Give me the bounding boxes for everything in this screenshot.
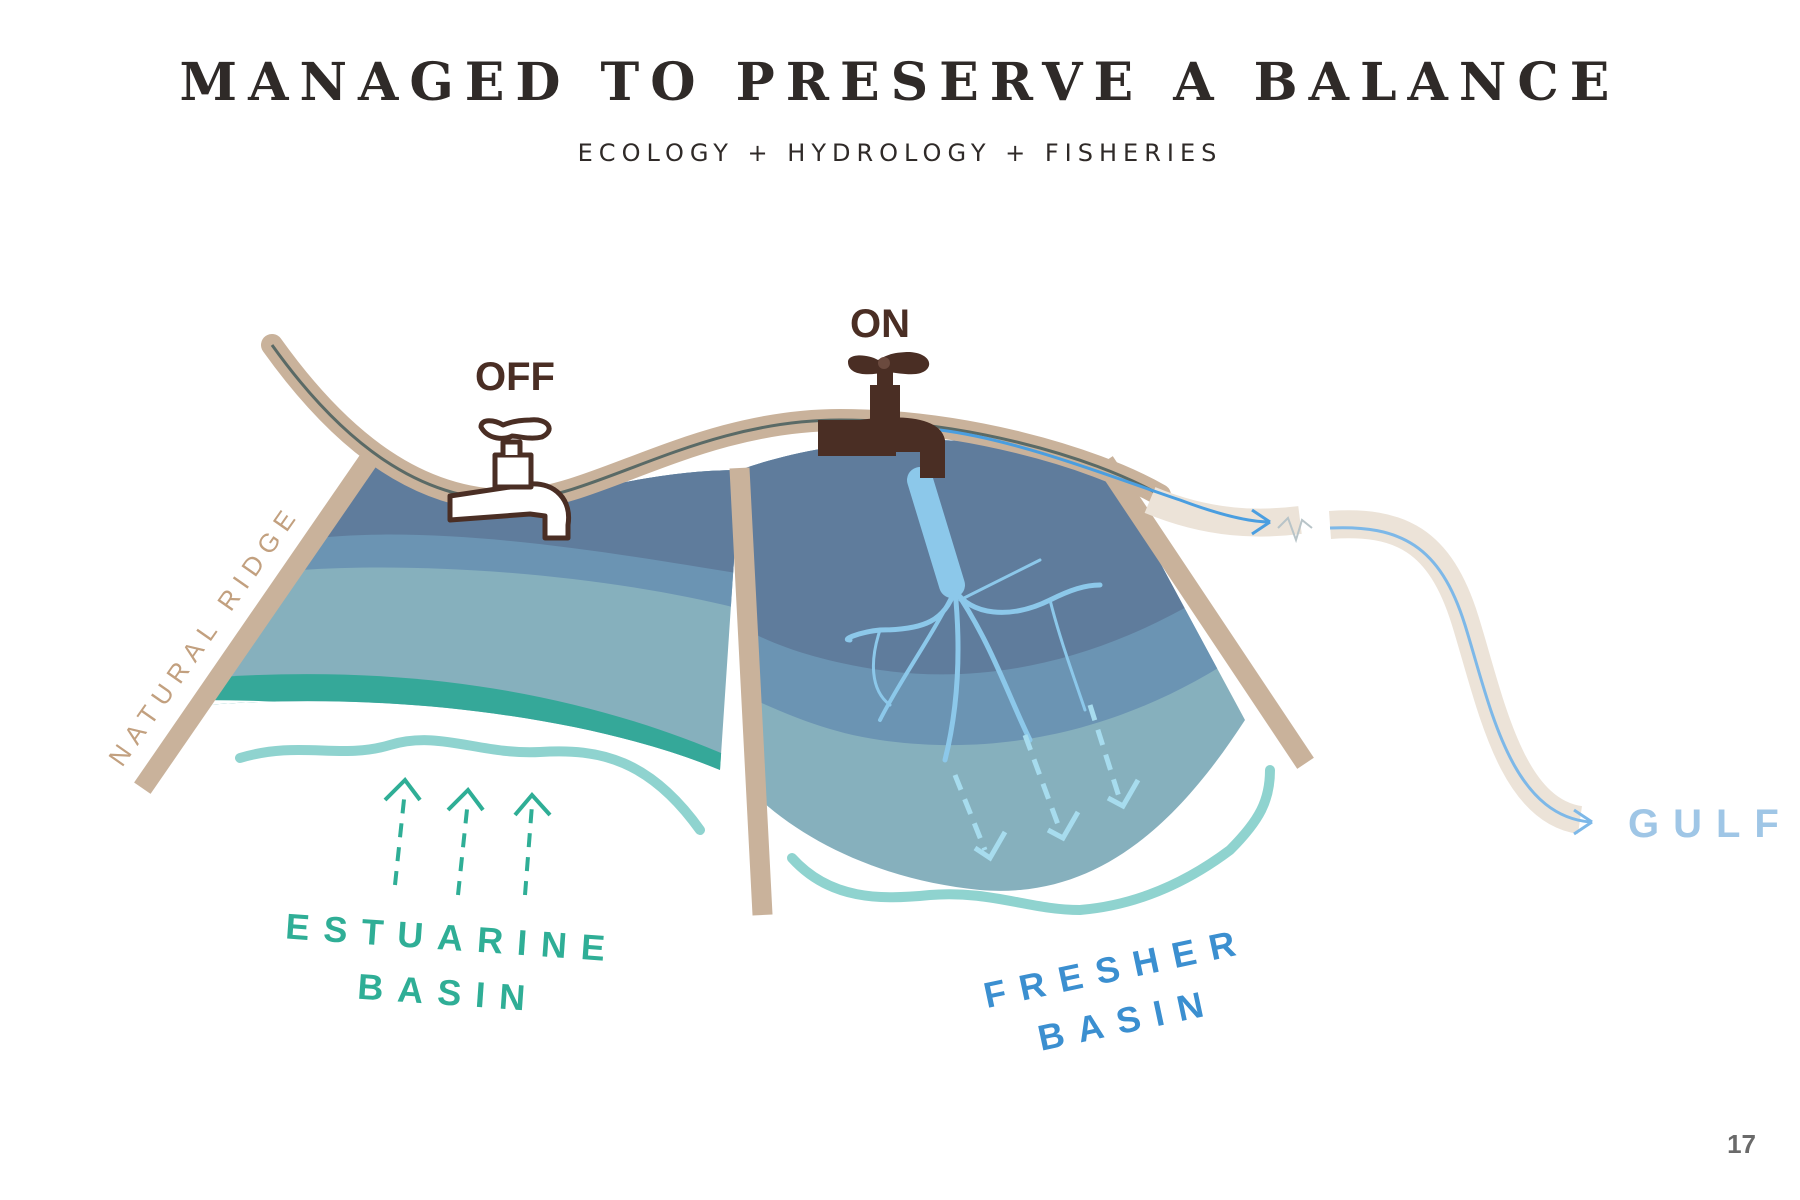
down-arrow-1 bbox=[952, 774, 988, 851]
up-arrow-3 bbox=[523, 804, 534, 896]
flow-arrow-2 bbox=[1573, 808, 1593, 836]
page-title: MANAGED TO PRESERVE A BALANCE bbox=[179, 52, 1621, 113]
flow-line-2 bbox=[1329, 526, 1591, 824]
estuarine-label-line2: BASIN bbox=[356, 966, 540, 1020]
down-arrow-heads bbox=[973, 778, 1141, 862]
fresher-wave bbox=[787, 765, 1275, 916]
up-arrow-2 bbox=[456, 799, 470, 896]
on-label: ON bbox=[850, 302, 910, 346]
up-arrow-1 bbox=[393, 789, 407, 886]
downward-arrows bbox=[952, 704, 1123, 851]
faucet-off-icon bbox=[447, 417, 572, 541]
fresher-label: FRESHER BASIN bbox=[980, 920, 1253, 1059]
page-subtitle: ECOLOGY + HYDROLOGY + FISHERIES bbox=[577, 139, 1223, 167]
upward-arrows bbox=[383, 776, 552, 896]
header: MANAGED TO PRESERVE A BALANCE ECOLOGY + … bbox=[0, 52, 1800, 167]
gulf-channel-1 bbox=[1144, 487, 1302, 537]
right-ridge-wall bbox=[1096, 456, 1314, 769]
estuarine-label-line1: ESTUARINE bbox=[284, 905, 620, 969]
gulf-label: GULF bbox=[1628, 802, 1793, 846]
flow-arrow-1 bbox=[1251, 508, 1271, 536]
flow-line-1 bbox=[939, 428, 1271, 524]
down-arrow-3 bbox=[1087, 704, 1123, 801]
estuarine-label: ESTUARINE BASIN bbox=[284, 905, 620, 1020]
top-pipe-line bbox=[270, 344, 1161, 502]
faucet-on-icon bbox=[818, 352, 945, 478]
left-ridge-wall bbox=[134, 441, 386, 794]
water-stream bbox=[907, 467, 965, 598]
off-label: OFF bbox=[475, 355, 555, 399]
estuarine-basin-water bbox=[205, 455, 740, 770]
middle-ridge-wall bbox=[729, 467, 773, 916]
root-distribution-icon bbox=[845, 467, 1103, 763]
estuarine-wave bbox=[235, 735, 705, 835]
break-symbol bbox=[1277, 516, 1313, 544]
page-number: 17 bbox=[1727, 1129, 1756, 1159]
gulf-channel-2 bbox=[1329, 510, 1584, 834]
down-arrow-2 bbox=[1022, 734, 1063, 831]
